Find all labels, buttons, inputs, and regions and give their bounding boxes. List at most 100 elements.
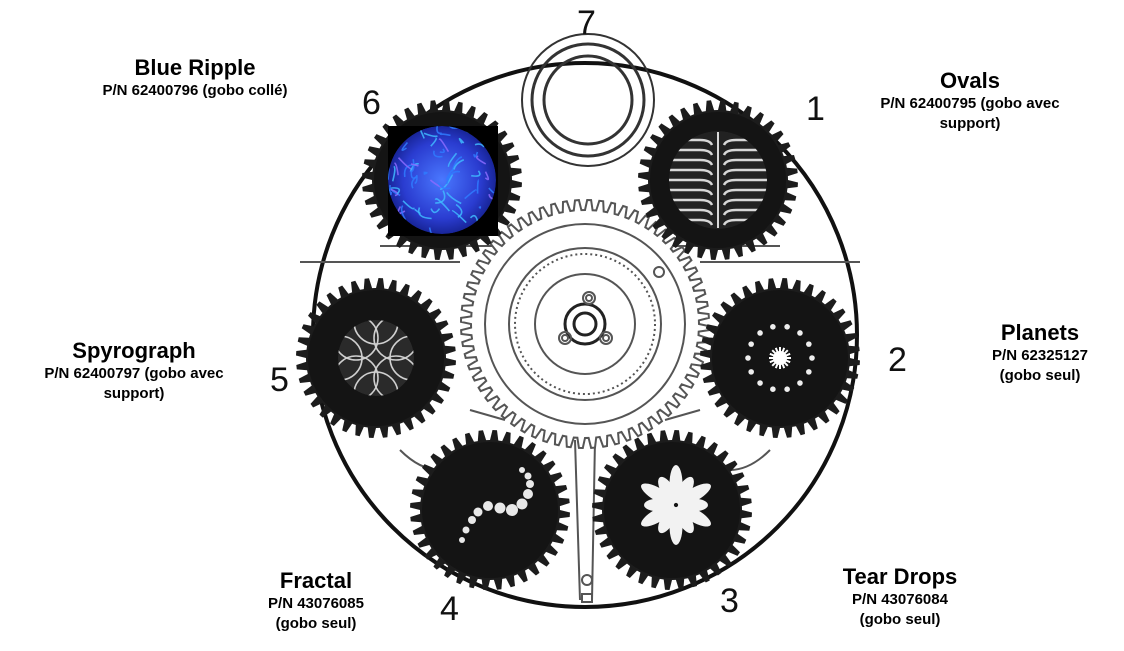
ripple-strand-4 — [451, 156, 463, 172]
ripple-strand-56 — [474, 143, 485, 148]
ripple-strand-24 — [430, 208, 441, 214]
slot-number-4: 4 — [440, 590, 459, 628]
slot-5-pn: P/N 62400797 (gobo avec — [44, 365, 224, 382]
ripple-strand-34 — [400, 205, 407, 221]
ripple-strand-26 — [401, 141, 409, 152]
ripple-base — [388, 126, 496, 234]
ripple-strand-57 — [394, 162, 399, 176]
ovals-band-7 — [669, 208, 767, 216]
ovals-band-2 — [669, 158, 767, 166]
ripple-strand-64 — [451, 210, 467, 224]
slot-5-pn-line2: support) — [103, 385, 165, 402]
ripple-strand-12 — [439, 174, 454, 191]
fractal-dot-1 — [462, 526, 470, 534]
planet-dot-11 — [784, 324, 790, 330]
ripple-strand-22 — [484, 171, 490, 181]
ripple-strand-14 — [464, 189, 477, 200]
fractal-dot-8 — [523, 489, 533, 499]
label-slot-1: Ovals P/N 62400795 (gobo avec support) — [850, 68, 1090, 134]
planet-dot-3 — [784, 386, 790, 392]
planet-dot-2 — [797, 380, 803, 386]
slot-outline-3 — [664, 409, 701, 421]
ripple-strand-63 — [446, 191, 462, 205]
ripple-strand-28 — [453, 159, 465, 170]
fractal-dot-3 — [473, 507, 483, 517]
ripple-strand-65 — [414, 208, 421, 215]
slot-2-name: Planets — [1000, 320, 1080, 345]
label-slot-3: Tear Drops P/N 43076084 (gobo seul) — [800, 564, 1000, 630]
ripple-strand-18 — [471, 170, 481, 177]
ripple-strand-54 — [435, 190, 446, 204]
ripple-strand-36 — [488, 187, 495, 194]
ripple-strand-39 — [475, 155, 487, 165]
ripple-strand-61 — [411, 176, 417, 189]
planet-dot-0 — [809, 355, 815, 361]
fractal-dot-11 — [519, 467, 525, 473]
spyro-disc — [338, 320, 414, 396]
gobo-pattern-fractal — [459, 467, 534, 543]
slot-7-open — [521, 33, 655, 167]
spyro-ring-2 — [338, 355, 379, 396]
ovals-band-8 — [669, 218, 767, 226]
ripple-strand-8 — [423, 171, 428, 175]
slot-outline-arc-2 — [729, 449, 771, 471]
slot-1-pn-line2: support) — [939, 115, 1001, 132]
ripple-strand-59 — [418, 207, 432, 220]
ripple-strand-41 — [414, 174, 418, 185]
slot-2-pn: P/N 62325127 — [992, 347, 1088, 364]
slot-3-pn: P/N 43076084 — [852, 591, 948, 608]
planet-dot-13 — [806, 341, 812, 347]
label-slot-5: Spyrograph P/N 62400797 (gobo avec suppo… — [4, 338, 264, 404]
fractal-dot-7 — [516, 498, 528, 510]
fractal-dot-4 — [483, 501, 493, 511]
slot-number-6: 6 — [362, 84, 381, 122]
ripple-strand-37 — [478, 206, 482, 210]
spyro-ring-3 — [373, 355, 414, 396]
slot-number-3: 3 — [720, 582, 739, 620]
gobo-pattern-tear-drops — [641, 465, 711, 545]
ripple-strand-51 — [433, 150, 443, 158]
ripple-strand-7 — [423, 132, 438, 138]
ripple-strand-55 — [409, 159, 415, 173]
ripple-strand-58 — [447, 152, 458, 168]
gobo-pattern-planets — [745, 324, 815, 392]
planet-dot-9 — [757, 330, 763, 336]
slot-outline-2 — [469, 409, 506, 421]
ripple-strand-13 — [438, 138, 450, 153]
ripple-strand-9 — [402, 200, 415, 210]
slot-3-name: Tear Drops — [842, 564, 958, 589]
planet-dot-8 — [748, 341, 754, 347]
fractal-dot-0 — [459, 537, 465, 543]
slot-number-5: 5 — [270, 361, 289, 399]
planet-dot-6 — [748, 369, 754, 375]
ripple-strand-25 — [391, 165, 396, 182]
planet-core — [773, 351, 787, 365]
slot-1-name: Ovals — [940, 68, 1000, 93]
slot-6-name: Blue Ripple — [134, 55, 256, 80]
ovals-band-3 — [669, 168, 767, 176]
ripple-strand-43 — [434, 198, 451, 212]
ripple-strand-29 — [439, 133, 451, 137]
slot-4-name: Fractal — [279, 568, 353, 593]
planet-dot-5 — [757, 380, 763, 386]
label-slot-6: Blue Ripple P/N 62400796 (gobo collé) — [70, 55, 320, 101]
slot-2-pn-line2: (gobo seul) — [999, 367, 1081, 384]
label-slot-4: Fractal P/N 43076085 (gobo seul) — [216, 568, 416, 634]
ovals-band-4 — [669, 178, 767, 186]
tear-drop-10 — [641, 483, 675, 506]
slot-outline-4 — [574, 439, 581, 601]
ovals-band-5 — [669, 188, 767, 196]
ripple-strand-35 — [488, 194, 496, 202]
planet-dot-10 — [770, 324, 776, 330]
slot-number-7: 7 — [577, 4, 596, 42]
ripple-strand-38 — [428, 227, 438, 234]
planet-dot-4 — [770, 386, 776, 392]
planet-dot-12 — [797, 330, 803, 336]
ovals-band-0 — [669, 138, 767, 146]
gobo-pattern-ovals — [669, 131, 767, 229]
center-gear-teeth — [459, 198, 711, 450]
ripple-strand-49 — [437, 182, 451, 190]
center-hub — [484, 223, 686, 603]
spyro-ring-1 — [373, 320, 414, 361]
